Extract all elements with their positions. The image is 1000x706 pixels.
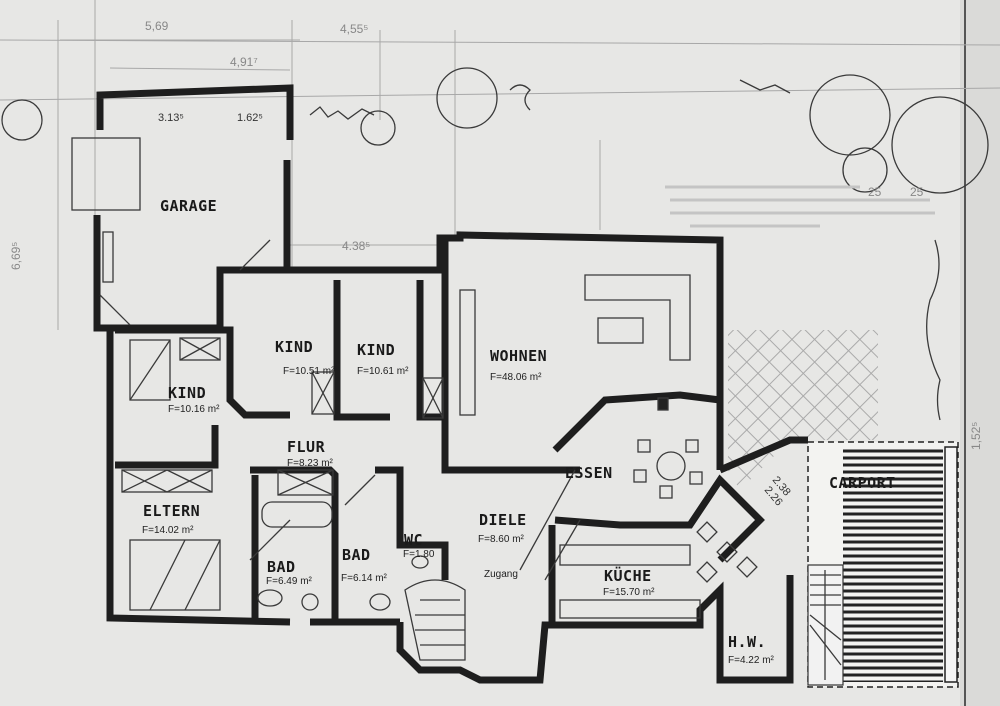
dimension-lines xyxy=(0,0,1000,330)
note-25-a: 25 xyxy=(868,185,882,199)
room-diele-area: F=8.60 m² xyxy=(478,534,525,545)
room-eltern-area: F=14.02 m² xyxy=(142,525,194,536)
room-kueche-area: F=15.70 m² xyxy=(603,587,655,598)
room-bad-1-label: BAD xyxy=(267,558,296,576)
room-wc-label: WC xyxy=(404,531,423,549)
dim-garage-left: 3.13⁵ xyxy=(158,112,184,124)
walls xyxy=(93,84,808,684)
room-hw-label: H.W. xyxy=(728,633,766,651)
note-25-b: 25 xyxy=(910,185,924,199)
fixtures xyxy=(71,137,758,661)
faded-legend-text xyxy=(665,185,935,228)
dim-top-b: 4,55⁵ xyxy=(340,22,368,36)
entrance-note: Zugang xyxy=(484,569,518,580)
room-flur-label: FLUR xyxy=(287,438,326,456)
room-wohnen-label: WOHNEN xyxy=(490,347,547,365)
room-bad-2-area: F=6.14 m² xyxy=(341,573,388,584)
room-kind-2-area: F=10.61 m² xyxy=(357,366,409,377)
room-kind-3-area: F=10.16 m² xyxy=(168,404,220,415)
tree-symbols xyxy=(1,67,989,421)
room-essen-label: ESSEN xyxy=(565,464,613,482)
room-carport-label: CARPORT xyxy=(829,474,896,492)
room-kind-2-label: KIND xyxy=(357,341,395,359)
room-hw-area: F=4.22 m² xyxy=(728,655,775,666)
carport-area xyxy=(807,441,959,688)
room-diele-label: DIELE xyxy=(479,511,527,529)
room-kueche-label: KÜCHE xyxy=(604,566,652,585)
dim-garage-right: 1.62⁵ xyxy=(237,112,263,124)
room-kind-1-area: F=10.51 m² xyxy=(283,366,335,377)
room-kind-3-label: KIND xyxy=(168,384,206,402)
room-eltern-label: ELTERN xyxy=(143,502,200,520)
room-wc-area: F=1.80 xyxy=(403,549,435,560)
room-wohnen-area: F=48.06 m² xyxy=(490,372,542,383)
room-labels: GARAGE KIND F=10.51 m² KIND F=10.61 m² W… xyxy=(142,197,896,666)
dim-right-edge: 1,52⁵ xyxy=(969,422,983,450)
dim-left-side: 6,69⁵ xyxy=(9,242,23,270)
room-kind-1-label: KIND xyxy=(275,338,313,356)
room-flur-area: F=8.23 m² xyxy=(287,458,334,469)
dimension-labels: 3.13⁵ 1.62⁵ 5,69 4,55⁵ 4,91⁷ 4.38⁵ 6,69⁵… xyxy=(9,19,983,580)
room-garage-label: GARAGE xyxy=(160,197,217,215)
room-bad-2-label: BAD xyxy=(342,546,371,564)
dim-top-c: 4,91⁷ xyxy=(230,55,258,69)
dim-middle: 4.38⁵ xyxy=(342,239,370,253)
room-bad-1-area: F=6.49 m² xyxy=(266,576,313,587)
dim-top-a: 5,69 xyxy=(145,19,169,33)
